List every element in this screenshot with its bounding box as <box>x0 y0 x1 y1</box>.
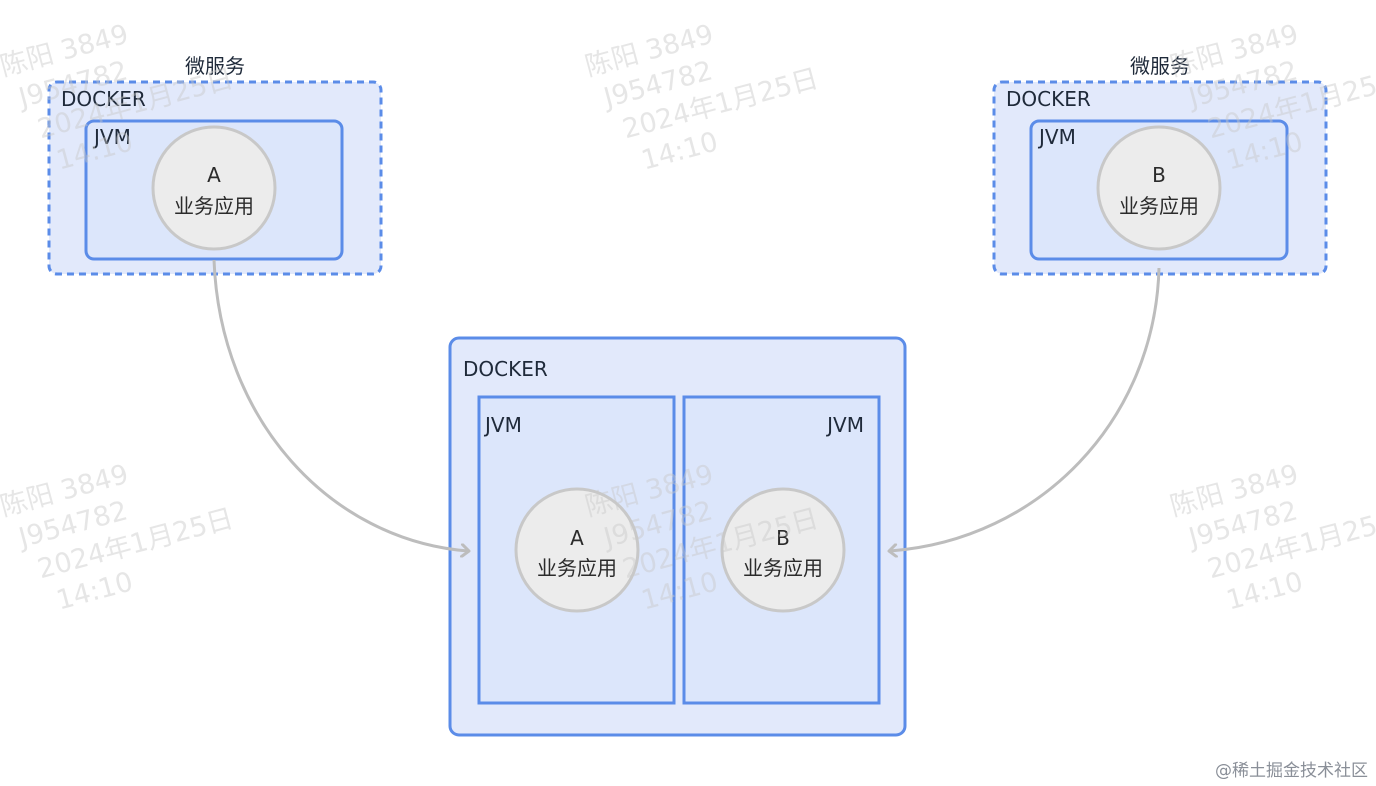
app-letter-merged-b: B <box>776 526 790 550</box>
footer-credit: @稀土掘金技术社区 <box>1215 761 1368 781</box>
app-letter-b: B <box>1152 163 1166 187</box>
app-circle-merged-a <box>514 487 640 613</box>
arrow-a-to-merged <box>212 259 468 551</box>
app-name-a: 业务应用 <box>174 194 254 218</box>
jvm-label-merged-b: JVM <box>825 413 864 437</box>
app-name-b: 业务应用 <box>1119 194 1199 218</box>
app-letter-merged-a: A <box>570 526 584 550</box>
docker-label-merged: DOCKER <box>463 357 548 381</box>
app-name-merged-b: 业务应用 <box>743 556 823 580</box>
watermark-top-center: 陈阳 3849 J954782 2024年1月25日 14:10 <box>582 19 822 177</box>
jvm-label-b: JVM <box>1037 125 1076 149</box>
watermark-bottom-right: 陈阳 3849 J954782 2024年1月25日 14:10 <box>1167 459 1376 617</box>
merged-docker: DOCKER JVM A 业务应用 JVM B 业务应用 <box>448 336 907 737</box>
app-circle-a <box>151 125 277 251</box>
microservice-b-title: 微服务 <box>1130 54 1190 78</box>
app-circle-b <box>1096 125 1222 251</box>
jvm-label-merged-a: JVM <box>483 413 522 437</box>
jvm-label-a: JVM <box>92 125 131 149</box>
docker-label-a: DOCKER <box>61 87 146 111</box>
docker-label-b: DOCKER <box>1006 87 1091 111</box>
app-circle-merged-b <box>720 487 846 613</box>
app-letter-a: A <box>207 163 221 187</box>
arrow-b-to-merged <box>890 267 1161 551</box>
microservice-b: 微服务 DOCKER JVM B 业务应用 <box>992 54 1328 276</box>
watermark-bottom-left: 陈阳 3849 J954782 2024年1月25日 14:10 <box>0 459 237 617</box>
microservice-a-title: 微服务 <box>185 54 245 78</box>
app-name-merged-a: 业务应用 <box>537 556 617 580</box>
